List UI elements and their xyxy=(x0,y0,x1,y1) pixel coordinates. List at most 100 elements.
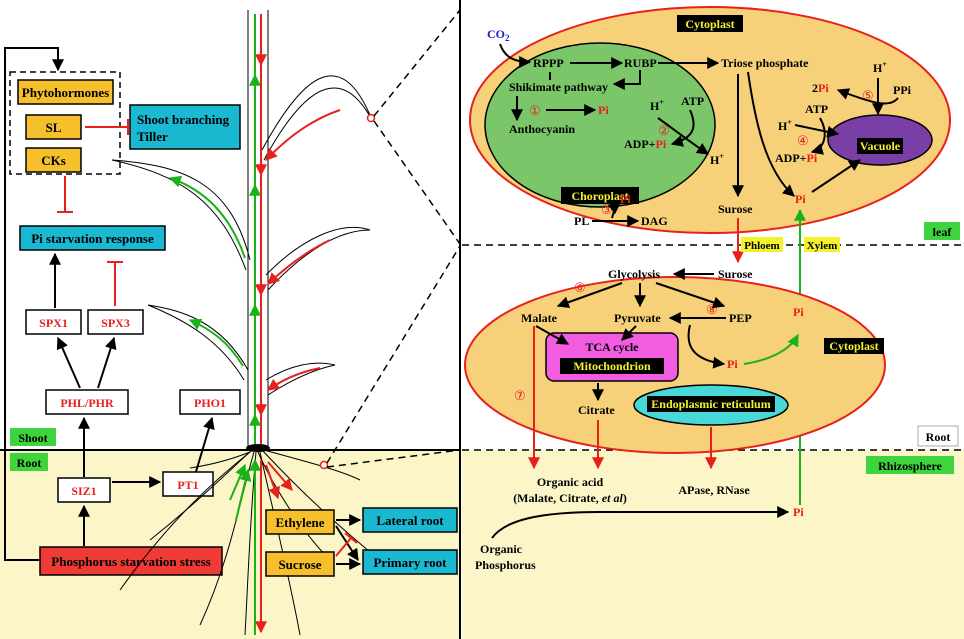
sl-label: SL xyxy=(46,120,62,135)
pi-label-1: Pi xyxy=(598,103,609,117)
shoot-label: Shoot xyxy=(18,431,47,445)
phosphorus-starvation-label: Phosphorus starvation stress xyxy=(51,554,210,569)
spx1-box: SPX1 xyxy=(25,309,82,335)
num7-label: ⑦ xyxy=(514,388,526,403)
rhizosphere-label: Rhizosphere xyxy=(878,459,942,473)
organic-acid-label: Organic acid xyxy=(537,475,604,489)
co2-rppp-arrow xyxy=(499,43,532,68)
two-pi-label: 2Pi xyxy=(812,81,829,95)
sl-box: SL xyxy=(25,114,82,140)
organic-label: Organic xyxy=(480,542,523,556)
shoot-label-box: Shoot xyxy=(10,428,56,446)
soil-right xyxy=(462,450,964,639)
pi-label-root: Pi xyxy=(727,357,738,371)
pep-label: PEP xyxy=(729,311,752,325)
pl-label: PL xyxy=(574,214,589,228)
pt1-pho1-arrow xyxy=(194,416,215,476)
co2-label: CO2 xyxy=(487,27,510,43)
pho1-box: PHO1 xyxy=(179,389,241,415)
pi-starvation-response-box: Pi starvation response xyxy=(19,225,166,251)
root-label-right: Root xyxy=(926,430,951,444)
root-label-box-left: Root xyxy=(10,453,48,471)
h-plus-chloro: H+ xyxy=(650,98,664,113)
pyruvate-label: Pyruvate xyxy=(614,311,661,325)
glycolysis-label: Glycolysis xyxy=(608,267,660,281)
phosphorus-label: Phosphorus xyxy=(475,558,536,572)
rppp-label: RPPP xyxy=(533,56,564,70)
phr-spx3-arrow xyxy=(97,336,117,389)
organic-p-pi-curve xyxy=(491,506,790,539)
atp-adp-arrow-chloro xyxy=(670,109,695,147)
pi-starvation-response-label: Pi starvation response xyxy=(31,231,154,246)
tca-cycle-label: TCA cycle xyxy=(586,340,640,354)
num2-label: ② xyxy=(658,123,670,138)
shoot-branching-box: Shoot branching Tiller xyxy=(129,104,241,150)
primary-root-label: Primary root xyxy=(373,555,447,570)
choroplast-tag: Choroplast xyxy=(561,187,639,204)
surose-leaf-label: Surose xyxy=(718,202,753,216)
anthocyanin-label: Anthocyanin xyxy=(509,122,575,136)
num5-label: ⑤ xyxy=(862,88,874,103)
cytoplast-bottom-label: Cytoplast xyxy=(829,339,878,353)
phl-phr-label: PHL/PHR xyxy=(60,396,114,410)
zoom-line-4 xyxy=(326,449,461,468)
stem-arrows xyxy=(249,40,267,440)
h-plus-vac: H+ xyxy=(778,118,792,133)
leaf-right-mid xyxy=(265,226,371,291)
num1-label: ① xyxy=(529,103,541,118)
root-green-side-b xyxy=(235,468,252,521)
zoom-marker-leaf xyxy=(366,113,376,123)
pi-label-rhizo: Pi xyxy=(793,505,804,519)
pi-xylem-green xyxy=(743,333,799,365)
pep-pi-arrow xyxy=(687,324,726,369)
malate-tca-arrow xyxy=(535,325,570,345)
spx1-label: SPX1 xyxy=(39,316,68,330)
atp-label-chloro: ATP xyxy=(681,94,704,108)
num3-label: ③ xyxy=(601,202,613,217)
xylem-label: Xylem xyxy=(807,240,838,252)
rhizosphere-tag: Rhizosphere xyxy=(866,456,954,474)
root-label-tag-right: Root xyxy=(917,425,959,447)
endoplasmic-reticulum-label: Endoplasmic reticulum xyxy=(651,397,770,411)
adp-pi-chloro: ADP+Pi xyxy=(624,137,667,151)
ethylene-label: Ethylene xyxy=(275,515,324,530)
apase-rnase-label: APase, RNase xyxy=(678,483,750,497)
pi-vacuole-arrow xyxy=(811,159,861,193)
lateral-root-label: Lateral root xyxy=(376,513,444,528)
h-plus-vac-top: H+ xyxy=(873,60,887,75)
leaf-label-tag: leaf xyxy=(924,222,960,240)
phr-spx1-arrow xyxy=(56,336,81,389)
sucrose-lateral-inhibit xyxy=(335,537,352,557)
shikimate-pathway-label: Shikimate pathway xyxy=(509,80,608,94)
dag-label: DAG xyxy=(641,214,668,228)
root-red-side-a xyxy=(265,464,280,500)
glycolysis-malate-arrow xyxy=(556,282,623,308)
malate-label: Malate xyxy=(521,311,558,325)
cytoplast-bottom-tag: Cytoplast xyxy=(824,338,884,354)
phosphorus-starvation-box: Phosphorus starvation stress xyxy=(39,546,223,576)
h-plus-out: H+ xyxy=(710,152,724,167)
vacuole-label: Vacuole xyxy=(860,139,901,153)
phloem-label: Phloem xyxy=(744,240,779,252)
phl-phr-box: PHL/PHR xyxy=(45,389,129,415)
vacuole-tag: Vacuole xyxy=(857,138,903,154)
pho1-label: PHO1 xyxy=(194,396,226,410)
atp-label-vac: ATP xyxy=(805,102,828,116)
zoom-line-1 xyxy=(373,9,461,117)
glycolysis-pep-arrow xyxy=(655,282,726,309)
mitochondrion-label: Mitochondrion xyxy=(573,359,651,373)
citrate-label: Citrate xyxy=(578,403,615,417)
leaf-label: leaf xyxy=(933,225,953,239)
shoot-branching-label: Shoot branching xyxy=(137,112,230,127)
chloroplast xyxy=(484,42,716,208)
tiller-label: Tiller xyxy=(137,129,168,144)
hormone-frame xyxy=(9,71,121,175)
cks-box: CKs xyxy=(25,147,82,173)
leaf-leftmid-green-flow xyxy=(188,319,244,367)
spx3-label: SPX3 xyxy=(101,316,130,330)
mitochondrion-tag xyxy=(560,358,664,374)
er-tag xyxy=(647,396,775,412)
choroplast-label: Choroplast xyxy=(571,189,628,203)
leaf-rightlow-red-flow xyxy=(267,367,321,391)
